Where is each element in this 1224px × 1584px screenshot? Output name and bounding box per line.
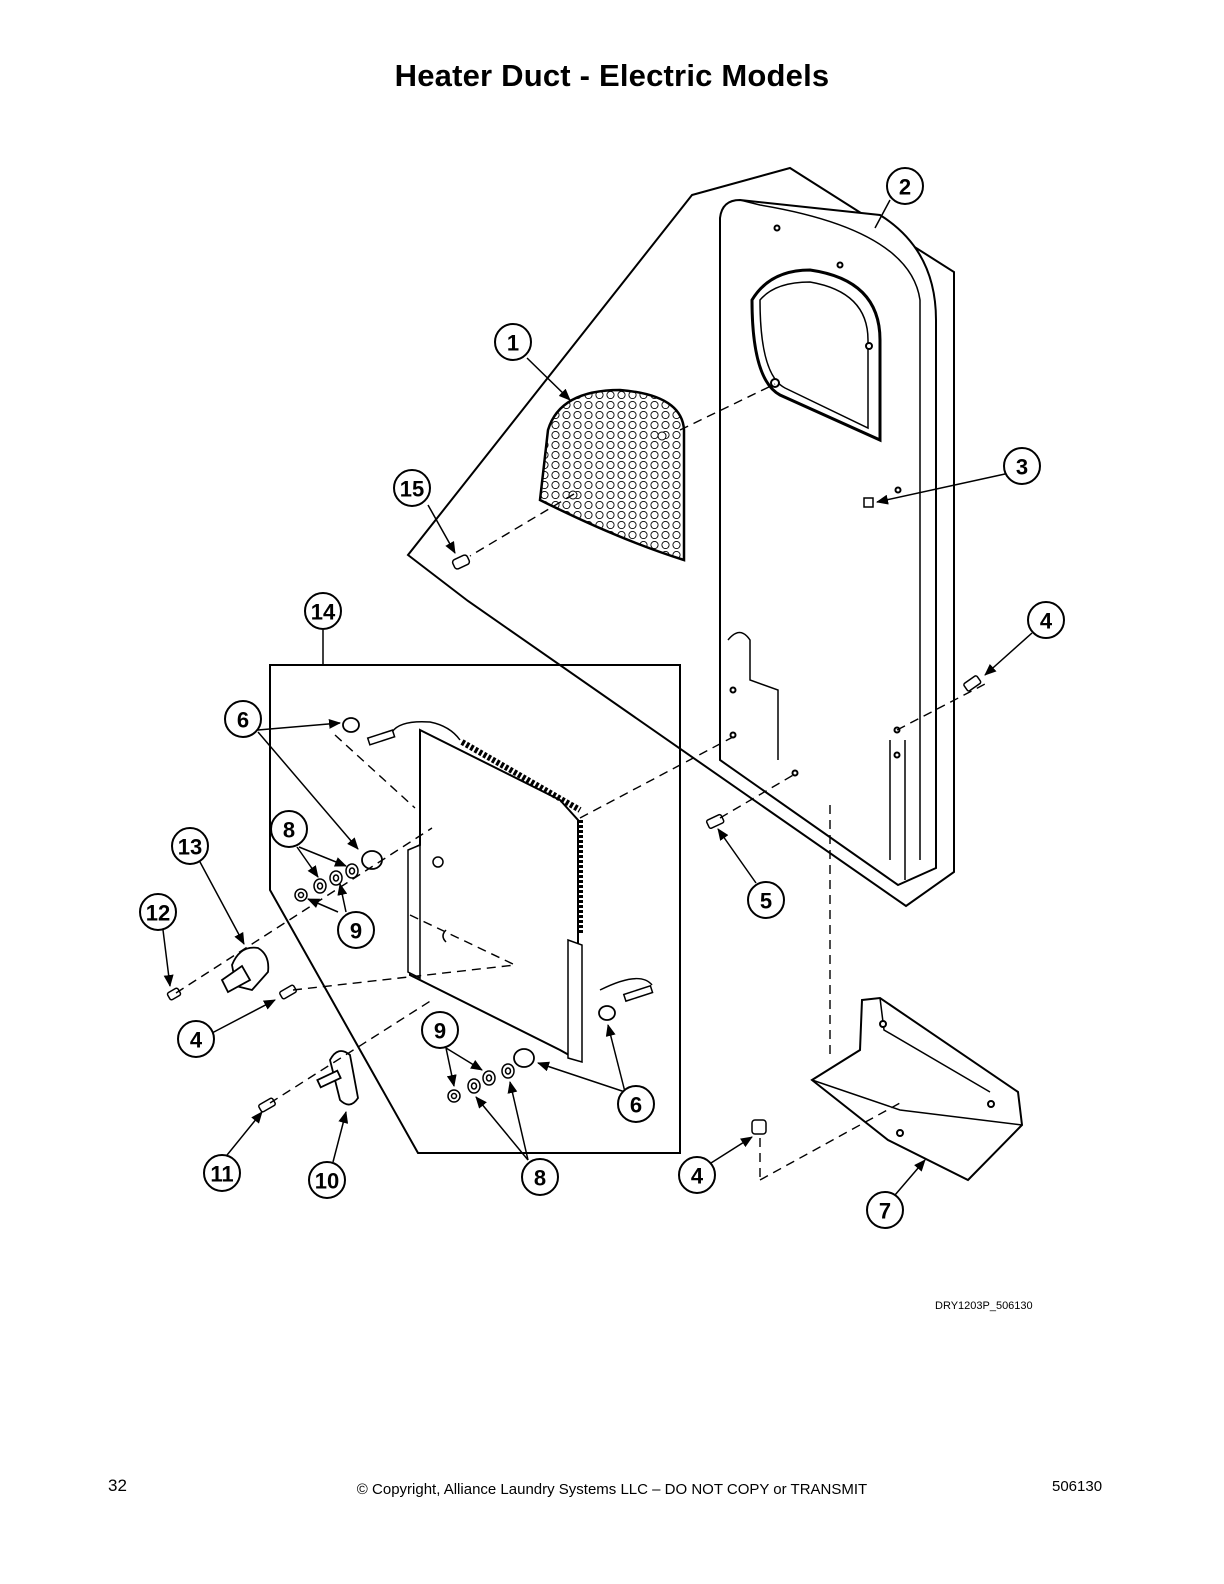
- callout-2: 2: [886, 167, 924, 205]
- callout-12: 12: [139, 893, 177, 931]
- terminal-bolts: [366, 729, 654, 1003]
- callout-15: 15: [393, 469, 431, 507]
- bracket-7: [810, 996, 1024, 1182]
- washers-nuts: [294, 863, 515, 1103]
- svg-text:8: 8: [283, 818, 295, 843]
- callout-14: 14: [304, 592, 342, 630]
- callout-4c: 4: [678, 1156, 716, 1194]
- svg-text:4: 4: [1040, 609, 1053, 634]
- svg-text:14: 14: [311, 600, 336, 625]
- figure-id: DRY1203P_506130: [935, 1300, 1033, 1312]
- heater-assembly-outline: [269, 664, 681, 1154]
- assembly-lines: [175, 383, 988, 1181]
- callout-4b: 4: [177, 1020, 215, 1058]
- svg-text:5: 5: [760, 889, 772, 914]
- callout-labels: 1 2 3 4 5 6 6 7 8 8 9 9 10 11 12 13 14 1…: [139, 167, 1065, 1229]
- svg-text:4: 4: [190, 1028, 203, 1053]
- svg-text:2: 2: [899, 175, 911, 200]
- callout-9b: 9: [421, 1011, 459, 1049]
- callout-6a: 6: [224, 700, 262, 738]
- svg-text:9: 9: [434, 1019, 446, 1044]
- svg-text:6: 6: [237, 708, 249, 733]
- svg-text:6: 6: [630, 1093, 642, 1118]
- callout-10: 10: [308, 1161, 346, 1199]
- insulators: [342, 717, 616, 1068]
- heater-element: [391, 720, 653, 1063]
- callout-11: 11: [203, 1154, 241, 1192]
- svg-text:15: 15: [400, 477, 424, 502]
- lint-screen: [538, 388, 686, 562]
- small-screws: [166, 675, 982, 1135]
- svg-text:11: 11: [210, 1162, 233, 1187]
- callout-4a: 4: [1027, 601, 1065, 639]
- svg-text:12: 12: [146, 901, 170, 926]
- svg-text:3: 3: [1016, 455, 1028, 480]
- svg-text:9: 9: [350, 919, 362, 944]
- svg-text:4: 4: [691, 1164, 704, 1189]
- callout-13: 13: [171, 827, 209, 865]
- duct-assembly-outline: [406, 166, 955, 908]
- svg-text:8: 8: [534, 1166, 546, 1191]
- thermostat-13: [220, 946, 270, 994]
- document-number: 506130: [1052, 1478, 1103, 1495]
- callout-9a: 9: [337, 911, 375, 949]
- callout-1: 1: [494, 323, 532, 361]
- callout-8a: 8: [270, 810, 308, 848]
- callout-7: 7: [866, 1191, 904, 1229]
- callout-8b: 8: [521, 1158, 559, 1196]
- page-number: 32: [108, 1476, 127, 1495]
- page-title: Heater Duct - Electric Models: [394, 58, 830, 93]
- callout-6b: 6: [617, 1085, 655, 1123]
- copyright-notice: © Copyright, Alliance Laundry Systems LL…: [356, 1481, 868, 1498]
- svg-text:10: 10: [315, 1169, 339, 1194]
- svg-text:13: 13: [178, 835, 202, 860]
- svg-text:7: 7: [879, 1199, 891, 1224]
- leader-lines: [162, 199, 1033, 1196]
- callout-5: 5: [747, 881, 785, 919]
- callout-3: 3: [1003, 447, 1041, 485]
- thermal-cutoff-10: [316, 1050, 359, 1106]
- heater-duct: [719, 198, 937, 887]
- screw-15: [451, 554, 471, 570]
- svg-text:1: 1: [507, 331, 519, 356]
